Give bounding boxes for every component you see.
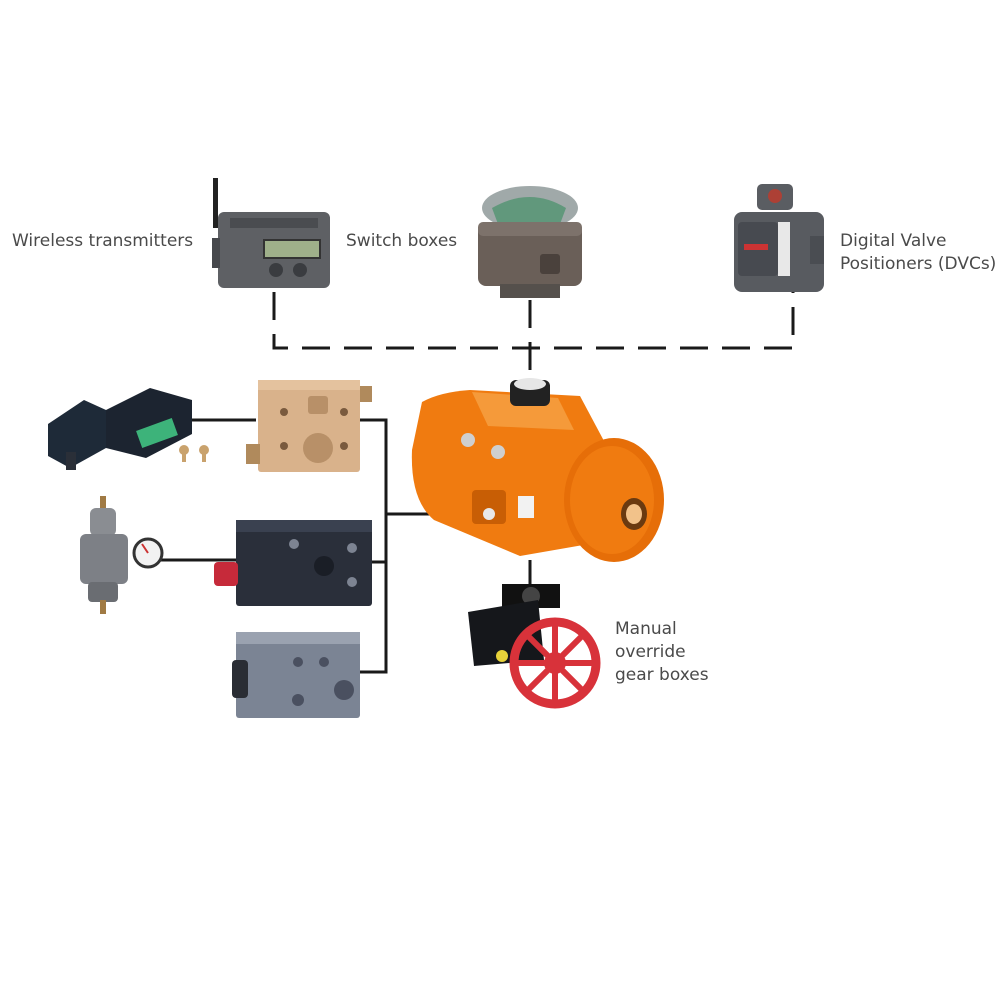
red-knob — [214, 562, 238, 586]
label-switch-text: Switch boxes — [346, 231, 458, 251]
label-digital-valve-positioners: Digital Valve Positioners (DVCs) — [840, 230, 996, 276]
adapter-block — [246, 380, 372, 472]
grey-block — [232, 632, 360, 718]
label-dvc-line2: Positioners (DVCs) — [840, 254, 997, 274]
manifold-block — [214, 520, 372, 606]
switch-box — [478, 186, 582, 298]
label-wireless-transmitters: Wireless transmitters — [12, 230, 193, 253]
product-label — [518, 496, 534, 518]
digital-valve-positioner — [734, 184, 824, 292]
filter-regulator — [80, 496, 164, 614]
pneumatic-actuator — [411, 378, 664, 562]
label-gear-line3: gear boxes — [615, 665, 709, 685]
wireless-transmitter — [212, 178, 330, 288]
terminal-strip — [136, 418, 178, 448]
label-gear-line1: Manual — [615, 619, 677, 639]
label-manual-override-gear-boxes: Manual override gear boxes — [615, 618, 709, 687]
solenoid-valve — [48, 388, 209, 470]
antenna — [213, 178, 218, 228]
label-dvc-line1: Digital Valve — [840, 231, 947, 251]
manual-override-gearbox — [468, 584, 601, 709]
dashed-bus-line — [272, 292, 795, 350]
solid-bus-line — [360, 418, 388, 674]
label-switch-boxes: Switch boxes — [346, 230, 457, 253]
label-wireless-text: Wireless transmitters — [12, 231, 194, 251]
display-screen — [263, 239, 321, 259]
label-gear-line2: override — [615, 642, 686, 662]
